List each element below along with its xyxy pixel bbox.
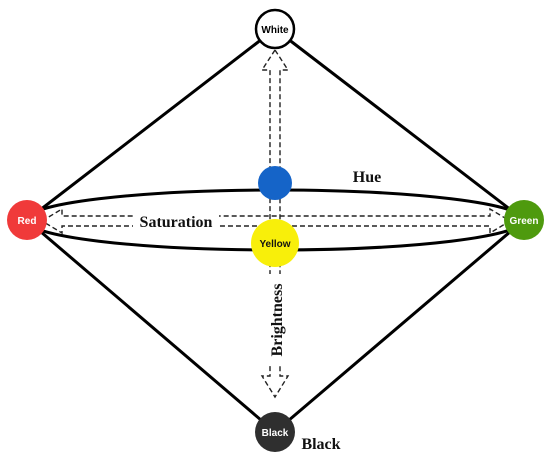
- brightness-label-bg: [265, 274, 287, 366]
- saturation-label: Saturation: [140, 214, 213, 231]
- black-node-label: Black: [262, 428, 289, 439]
- green-node-label: Green: [510, 216, 539, 227]
- red-node: Red: [7, 200, 47, 240]
- yellow-node: Yellow: [251, 219, 299, 267]
- black-node: Black: [255, 412, 295, 452]
- edge-red-black: [26, 218, 276, 434]
- white-node: White: [254, 8, 296, 50]
- black-caption: Black: [301, 436, 340, 453]
- bicone-edges: [26, 27, 525, 434]
- white-node-label: White: [261, 25, 289, 36]
- green-node: Green: [504, 200, 544, 240]
- brightness-label: Brightness: [269, 284, 286, 357]
- edge-white-red: [26, 27, 276, 222]
- brightness-arrow: [260, 48, 290, 399]
- hue-label: Hue: [353, 169, 381, 186]
- yellow-node-label: Yellow: [259, 239, 290, 250]
- saturation-label-bg: [133, 210, 219, 232]
- blue-node: [258, 166, 292, 200]
- edge-green-black: [274, 218, 525, 434]
- edge-white-green: [274, 27, 525, 222]
- red-node-label: Red: [18, 216, 37, 227]
